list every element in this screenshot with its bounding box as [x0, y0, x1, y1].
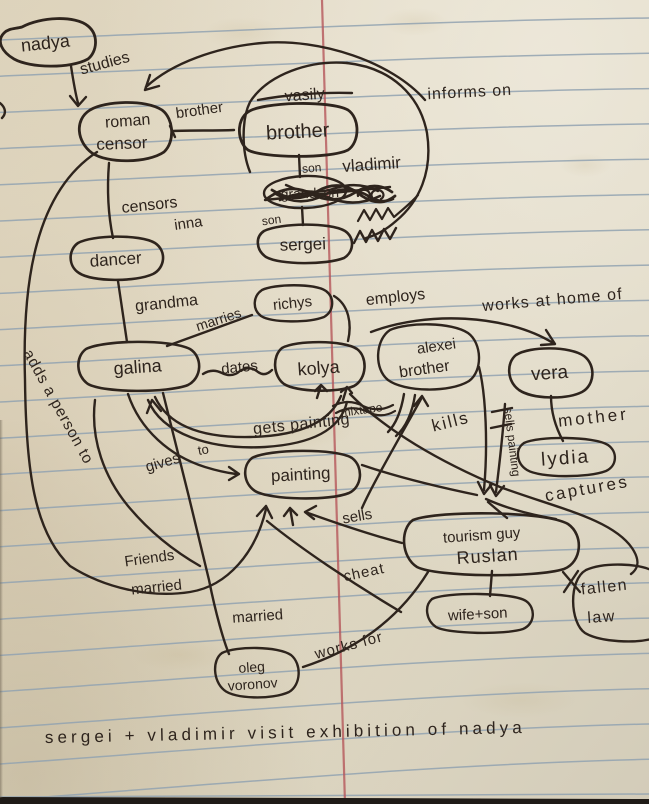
svg-text:galina: galina — [113, 355, 163, 378]
svg-text:dancer: dancer — [89, 248, 143, 271]
svg-text:married: married — [130, 576, 182, 598]
svg-text:employs: employs — [365, 286, 426, 309]
svg-text:grandson: grandson — [280, 184, 339, 202]
svg-text:Ruslan: Ruslan — [456, 544, 519, 568]
svg-text:lydia: lydia — [540, 446, 590, 470]
svg-text:Friends: Friends — [123, 547, 175, 571]
svg-text:sells: sells — [341, 506, 374, 528]
svg-text:brother: brother — [398, 358, 451, 382]
svg-text:kolya: kolya — [297, 357, 341, 380]
svg-text:dates: dates — [220, 357, 258, 378]
svg-text:wife+son: wife+son — [447, 604, 508, 624]
svg-text:richys: richys — [272, 293, 313, 314]
svg-text:tourism guy: tourism guy — [442, 524, 521, 546]
svg-text:vladimir: vladimir — [342, 153, 402, 176]
svg-text:alexei: alexei — [416, 335, 457, 357]
svg-text:painting: painting — [270, 463, 330, 485]
svg-text:oleg: oleg — [238, 658, 266, 676]
svg-text:sergei: sergei — [279, 234, 326, 255]
svg-text:fallen: fallen — [580, 577, 629, 599]
svg-text:vasily: vasily — [284, 86, 325, 106]
svg-text:censor: censor — [96, 133, 148, 154]
svg-text:voronov: voronov — [227, 674, 278, 693]
svg-text:brother: brother — [265, 119, 330, 144]
svg-text:vera: vera — [530, 362, 569, 386]
svg-text:law: law — [587, 608, 617, 627]
svg-text:censors: censors — [121, 194, 179, 217]
svg-text:married: married — [232, 606, 284, 627]
svg-text:inna: inna — [173, 213, 204, 234]
svg-text:brother: brother — [175, 99, 224, 122]
svg-text:son: son — [261, 212, 282, 229]
svg-text:roman: roman — [104, 111, 150, 131]
svg-text:grandma: grandma — [134, 292, 199, 316]
svg-text:to: to — [197, 441, 210, 458]
svg-text:informs on: informs on — [427, 82, 512, 103]
svg-text:son: son — [301, 160, 322, 176]
svg-text:mixtape: mixtape — [340, 400, 384, 420]
